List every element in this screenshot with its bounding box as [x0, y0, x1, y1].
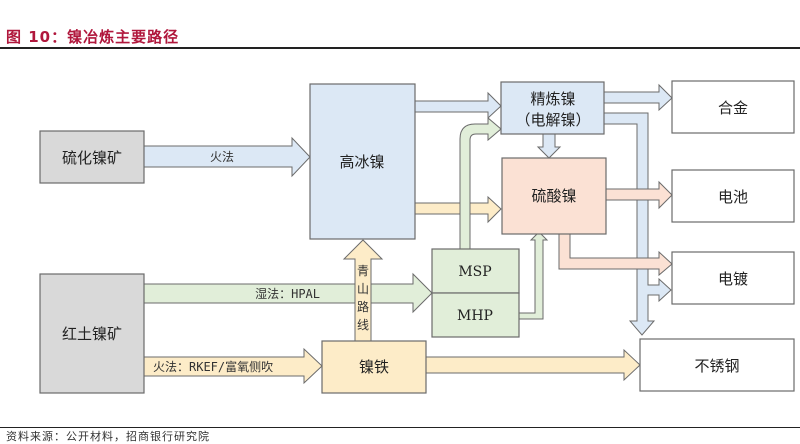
arrow-refined-to-stainless [603, 112, 672, 336]
label-tsingshan-2: 山 [357, 282, 369, 296]
arrow-sulfate-to-battery [605, 180, 673, 210]
label-refined-nickel-line2: （电解镍） [515, 111, 590, 129]
arrow-sulfate-to-plating [558, 233, 673, 277]
node-nickel-sulfate [501, 157, 607, 235]
arrow-matte-to-sulfate [414, 195, 502, 224]
label-sulfide-ore: 硫化镍矿 [62, 149, 122, 167]
arrow-refined-to-sulfate [536, 133, 562, 159]
arrow-iron-to-stainless [425, 348, 641, 382]
title-divider [0, 47, 800, 49]
node-laterite-ore [39, 273, 145, 394]
node-plating [671, 251, 795, 305]
label-laterite-ore: 红土镍矿 [62, 325, 122, 343]
arrow-rkef [143, 347, 323, 385]
node-alloy [671, 80, 795, 134]
node-mhp [431, 292, 520, 338]
label-alloy: 合金 [718, 99, 748, 117]
arrow-refined-to-alloy [603, 83, 673, 112]
label-nickel-iron: 镍铁 [359, 358, 389, 376]
label-stainless: 不锈钢 [694, 357, 739, 375]
node-nickel-iron [321, 340, 427, 394]
node-battery [671, 169, 795, 223]
node-refined-nickel [500, 81, 605, 135]
label-tsingshan-4: 线 [357, 318, 369, 332]
arrow-msp-to-refined [459, 116, 502, 250]
arrow-tsingshan-route [342, 239, 384, 342]
node-sulfide-ore [39, 130, 145, 184]
label-pyro-rkef: 火法：RKEF/富氧侧吹 [153, 359, 273, 374]
label-battery: 电池 [718, 188, 748, 206]
label-hydro-hpal: 湿法：HPAL [255, 286, 320, 301]
arrow-sulfide-to-matte [143, 136, 311, 178]
arrow-matte-to-refined [414, 91, 502, 120]
node-nickel-matte [309, 83, 416, 240]
figure-title: 图 10：镍冶炼主要路径 [6, 28, 180, 46]
label-tsingshan-1: 青 [357, 264, 369, 278]
label-nickel-matte: 高冰镍 [339, 153, 384, 171]
label-nickel-sulfate: 硫酸镍 [531, 187, 576, 205]
label-pyro-sulfide: 火法 [210, 150, 234, 164]
node-stainless [639, 338, 795, 392]
source-note: 资料来源：公开材料，招商银行研究院 [6, 430, 210, 443]
arrow-mhp-to-sulfate [518, 231, 549, 320]
label-mhp: MHP [457, 308, 493, 324]
label-refined-nickel-line1: 精炼镍 [530, 90, 575, 108]
label-msp: MSP [458, 264, 491, 280]
label-tsingshan-3: 路 [357, 299, 369, 314]
label-plating: 电镀 [718, 270, 748, 288]
source-divider [0, 427, 800, 428]
